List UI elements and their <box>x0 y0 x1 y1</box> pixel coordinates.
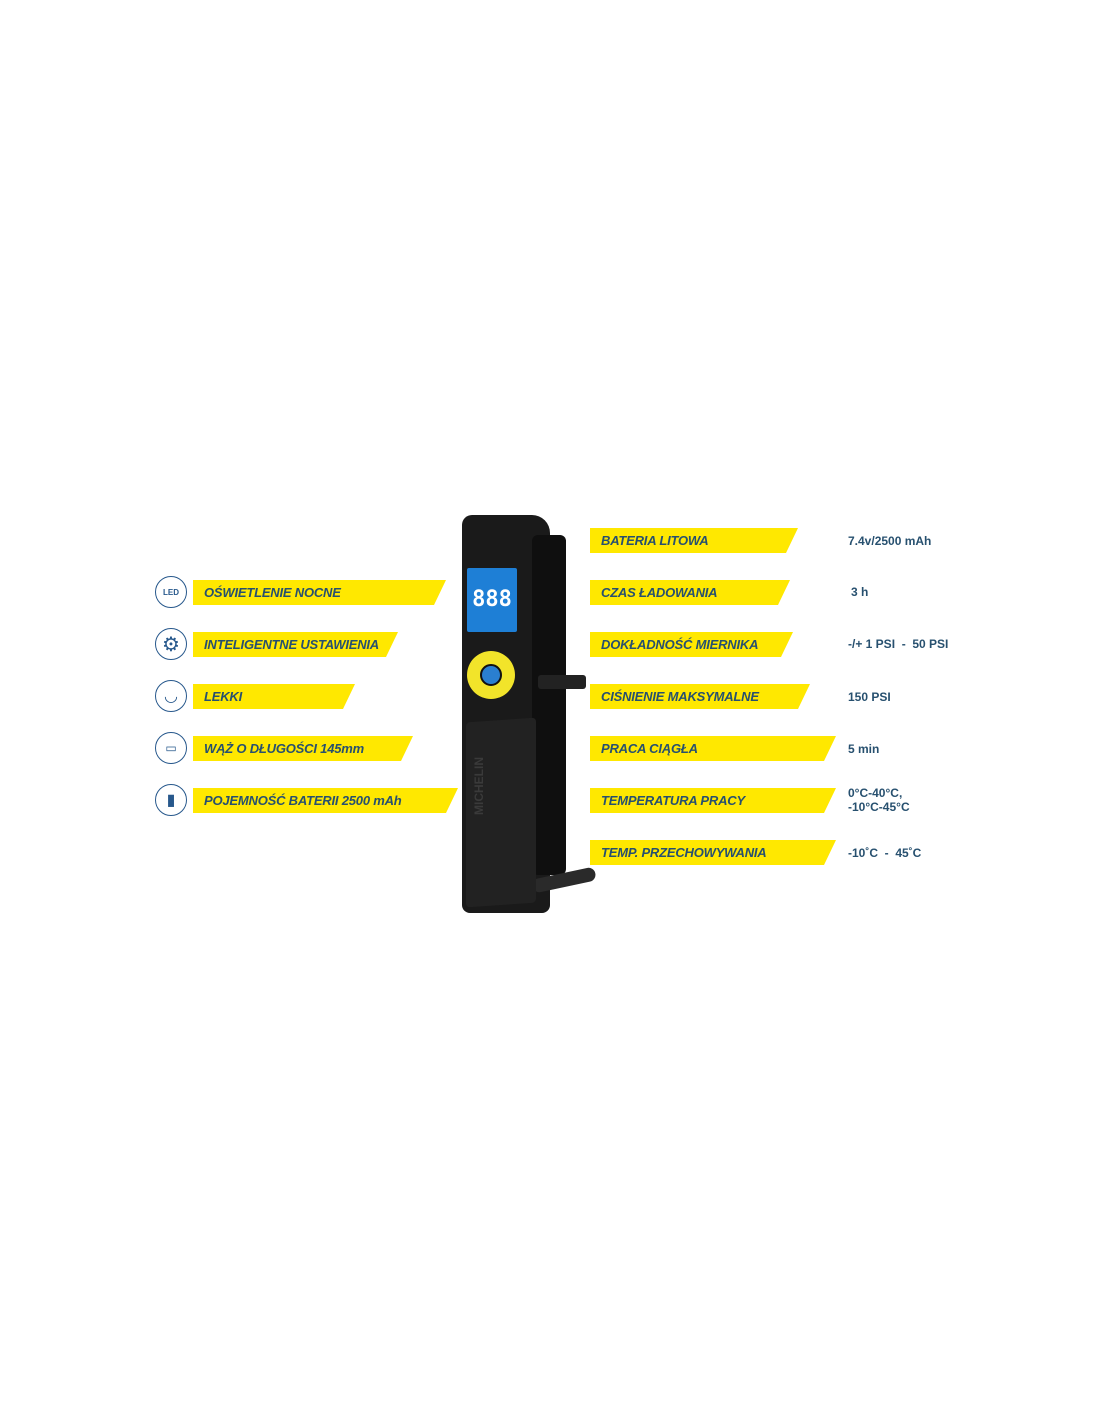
spec-value: 3 h <box>851 585 869 599</box>
feature-bar: INTELIGENTNE USTAWIENIA <box>193 632 398 657</box>
spec-bar: DOKŁADNOŚĆ MIERNIKA <box>590 632 793 657</box>
spec-label: TEMP. PRZECHOWYWANIA <box>601 845 767 860</box>
spec-label: TEMPERATURA PRACY <box>601 793 745 808</box>
spec-bar: TEMP. PRZECHOWYWANIA <box>590 840 836 865</box>
spec-bar: BATERIA LITOWA <box>590 528 798 553</box>
spec-value: 7.4v/2500 mAh <box>848 534 932 548</box>
feature-label: POJEMNOŚĆ BATERII 2500 mAh <box>204 793 402 808</box>
tire-inflator-image: 888 MICHELIN <box>462 515 597 913</box>
feature-bar: POJEMNOŚĆ BATERII 2500 mAh <box>193 788 458 813</box>
spec-value: -10˚C - 45˚C <box>848 846 922 860</box>
feature-bar: WĄŻ O DŁUGOŚCI 145mm <box>193 736 413 761</box>
feature-label: OŚWIETLENIE NOCNE <box>204 585 341 600</box>
battery-icon: ▮ <box>155 784 187 816</box>
spec-bar: PRACA CIĄGŁA <box>590 736 836 761</box>
gear-icon: ⚙ <box>155 628 187 660</box>
spec-label: CZAS ŁADOWANIA <box>601 585 718 600</box>
spec-bar: CZAS ŁADOWANIA <box>590 580 790 605</box>
feature-bar: OŚWIETLENIE NOCNE <box>193 580 446 605</box>
spec-label: PRACA CIĄGŁA <box>601 741 698 756</box>
spec-value: -/+ 1 PSI - 50 PSI <box>848 637 949 651</box>
feather-icon: ◡ <box>155 680 187 712</box>
spec-value: 0°C-40°C, -10°C-45°C <box>848 786 910 814</box>
spec-label: CIŚNIENIE MAKSYMALNE <box>601 689 759 704</box>
icon-led: LED <box>155 576 187 608</box>
spec-label: BATERIA LITOWA <box>601 533 709 548</box>
spec-label: DOKŁADNOŚĆ MIERNIKA <box>601 637 759 652</box>
feature-label: INTELIGENTNE USTAWIENIA <box>204 637 379 652</box>
spec-value: 150 PSI <box>848 690 891 704</box>
lcd-screen: 888 <box>467 568 517 632</box>
power-button <box>480 664 502 686</box>
feature-label: WĄŻ O DŁUGOŚCI 145mm <box>204 741 364 756</box>
spec-value: 5 min <box>848 742 880 756</box>
ruler-icon: ▭ <box>155 732 187 764</box>
led-light-icon: LED <box>163 587 179 597</box>
brand-logo: MICHELIN <box>472 757 486 815</box>
feature-bar: LEKKI <box>193 684 355 709</box>
spec-bar: CIŚNIENIE MAKSYMALNE <box>590 684 810 709</box>
feature-label: LEKKI <box>204 689 243 704</box>
spec-bar: TEMPERATURA PRACY <box>590 788 836 813</box>
